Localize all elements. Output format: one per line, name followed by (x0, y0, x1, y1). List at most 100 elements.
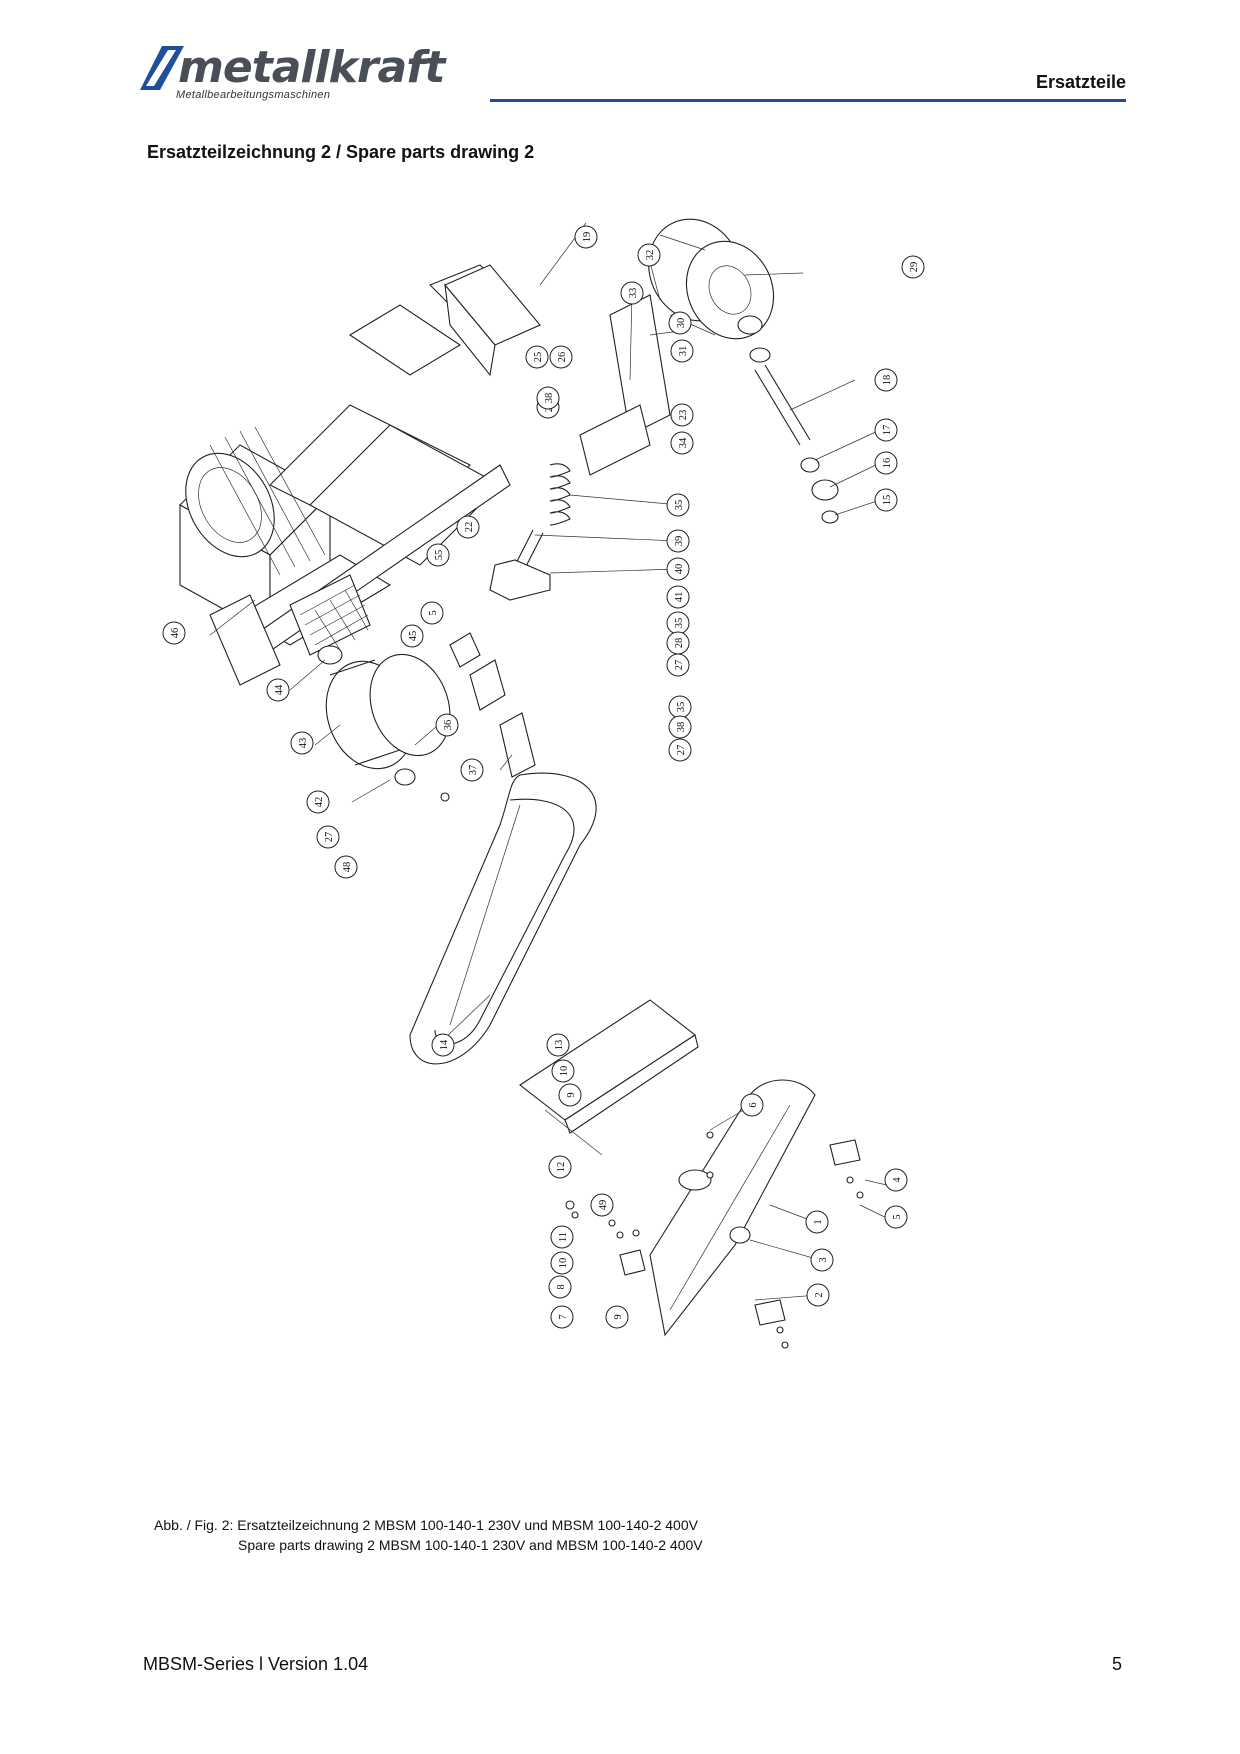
part-number-label: 38 (676, 722, 687, 733)
callout-balloon (558, 1083, 582, 1107)
part-number-label: 49 (598, 1200, 609, 1211)
part-number-label: 16 (882, 458, 893, 469)
callout-balloon (550, 1225, 574, 1249)
part-number-label: 36 (443, 720, 454, 731)
callout-balloon (884, 1168, 908, 1192)
callout-balloon (550, 1305, 574, 1329)
part-number-label: 6 (748, 1102, 759, 1107)
part-number-label: 19 (582, 232, 593, 243)
callout-balloon (306, 790, 330, 814)
callout-balloon (740, 1093, 764, 1117)
part-number-label: 11 (558, 1232, 569, 1242)
figure-caption-en: Spare parts drawing 2 MBSM 100-140-1 230… (238, 1537, 703, 1553)
part-number-label: 41 (674, 592, 685, 603)
callout-balloon (460, 758, 484, 782)
callout-balloon (668, 715, 692, 739)
part-number-label: 9 (613, 1314, 624, 1319)
callout-balloon (670, 403, 694, 427)
part-number-label: 2 (814, 1292, 825, 1297)
part-callouts: 1932293330252631182738233417161535392255… (162, 225, 925, 1329)
callout-balloon (874, 418, 898, 442)
callout-balloon (536, 386, 560, 410)
part-number-label: 39 (674, 536, 685, 547)
brand-subtitle: Metallbearbeitungsmaschinen (176, 89, 331, 101)
part-number-label: 12 (556, 1162, 567, 1173)
part-number-label: 8 (556, 1284, 567, 1289)
part-number-label: 32 (645, 250, 656, 261)
part-number-label: 30 (676, 318, 687, 329)
part-number-label: 29 (909, 262, 920, 273)
callout-balloon (668, 738, 692, 762)
callout-balloon (590, 1193, 614, 1217)
callout-balloon (435, 713, 459, 737)
callout-balloon (670, 339, 694, 363)
part-number-label: 55 (434, 550, 445, 561)
callout-balloon (551, 1059, 575, 1083)
part-number-label: 46 (170, 628, 181, 639)
part-number-label: 9 (566, 1092, 577, 1097)
part-number-label: 15 (882, 495, 893, 506)
callout-balloon (574, 225, 598, 249)
callout-balloon (874, 368, 898, 392)
callout-balloon (549, 345, 573, 369)
part-number-label: 33 (628, 288, 639, 299)
part-number-label: 43 (298, 738, 309, 749)
part-number-label: 34 (678, 437, 689, 448)
callout-balloon (670, 431, 694, 455)
part-number-label: 10 (559, 1066, 570, 1077)
part-number-label: 13 (554, 1040, 565, 1051)
part-number-label: 7 (558, 1314, 569, 1319)
figure-caption-de: Abb. / Fig. 2: Ersatzteilzeichnung 2 MBS… (154, 1517, 698, 1533)
part-number-label: 27 (674, 660, 685, 671)
callout-balloon (620, 281, 644, 305)
callout-balloon (805, 1210, 829, 1234)
callout-balloon (806, 1283, 830, 1307)
motor-housing-assembly (179, 264, 521, 686)
part-number-label: 31 (678, 346, 689, 357)
metallkraft-logo-mark (140, 46, 184, 90)
callout-balloon (901, 255, 925, 279)
part-number-label: 35 (676, 702, 687, 713)
callout-balloon (548, 1155, 572, 1179)
callout-balloon (668, 311, 692, 335)
callout-balloon (874, 451, 898, 475)
callout-balloon (546, 1033, 570, 1057)
header-rule (490, 99, 1126, 102)
exploded-parts-drawing (179, 218, 901, 1349)
brand-logo-text: metallkraft (178, 42, 445, 93)
part-number-label: 3 (818, 1257, 829, 1262)
callout-balloon (334, 855, 358, 879)
part-number-label: 5 (428, 610, 439, 615)
drawing-title: Ersatzteilzeichnung 2 / Spare parts draw… (147, 142, 535, 162)
callout-balloon (605, 1305, 629, 1329)
part-number-label: 4 (892, 1177, 903, 1183)
callout-balloon (666, 585, 690, 609)
part-number-label: 35 (674, 618, 685, 629)
part-number-label: 23 (678, 410, 689, 421)
callout-balloon (548, 1275, 572, 1299)
part-number-label: 35 (674, 500, 685, 511)
part-number-label: 27 (676, 745, 687, 756)
callout-balloon (637, 243, 661, 267)
part-number-label: 38 (544, 393, 555, 404)
callout-balloon (884, 1205, 908, 1229)
callout-balloon (420, 601, 444, 625)
callout-balloon (426, 543, 450, 567)
callout-balloon (666, 557, 690, 581)
callout-balloon (666, 493, 690, 517)
callout-balloon (431, 1033, 455, 1057)
base-frame (649, 1079, 816, 1337)
part-number-label: 37 (468, 765, 479, 776)
footer-version: MBSM-Series l Version 1.04 (143, 1654, 369, 1674)
callout-balloon (666, 529, 690, 553)
callout-balloon (316, 825, 340, 849)
part-number-label: 48 (342, 862, 353, 873)
part-number-label: 42 (314, 797, 325, 808)
part-number-label: 10 (558, 1258, 569, 1269)
callout-balloon (810, 1248, 834, 1272)
callout-balloon (874, 488, 898, 512)
section-heading: Ersatzteile (1035, 72, 1126, 92)
part-number-label: 44 (274, 684, 285, 695)
callout-balloon (162, 621, 186, 645)
part-number-label: 28 (674, 638, 685, 649)
